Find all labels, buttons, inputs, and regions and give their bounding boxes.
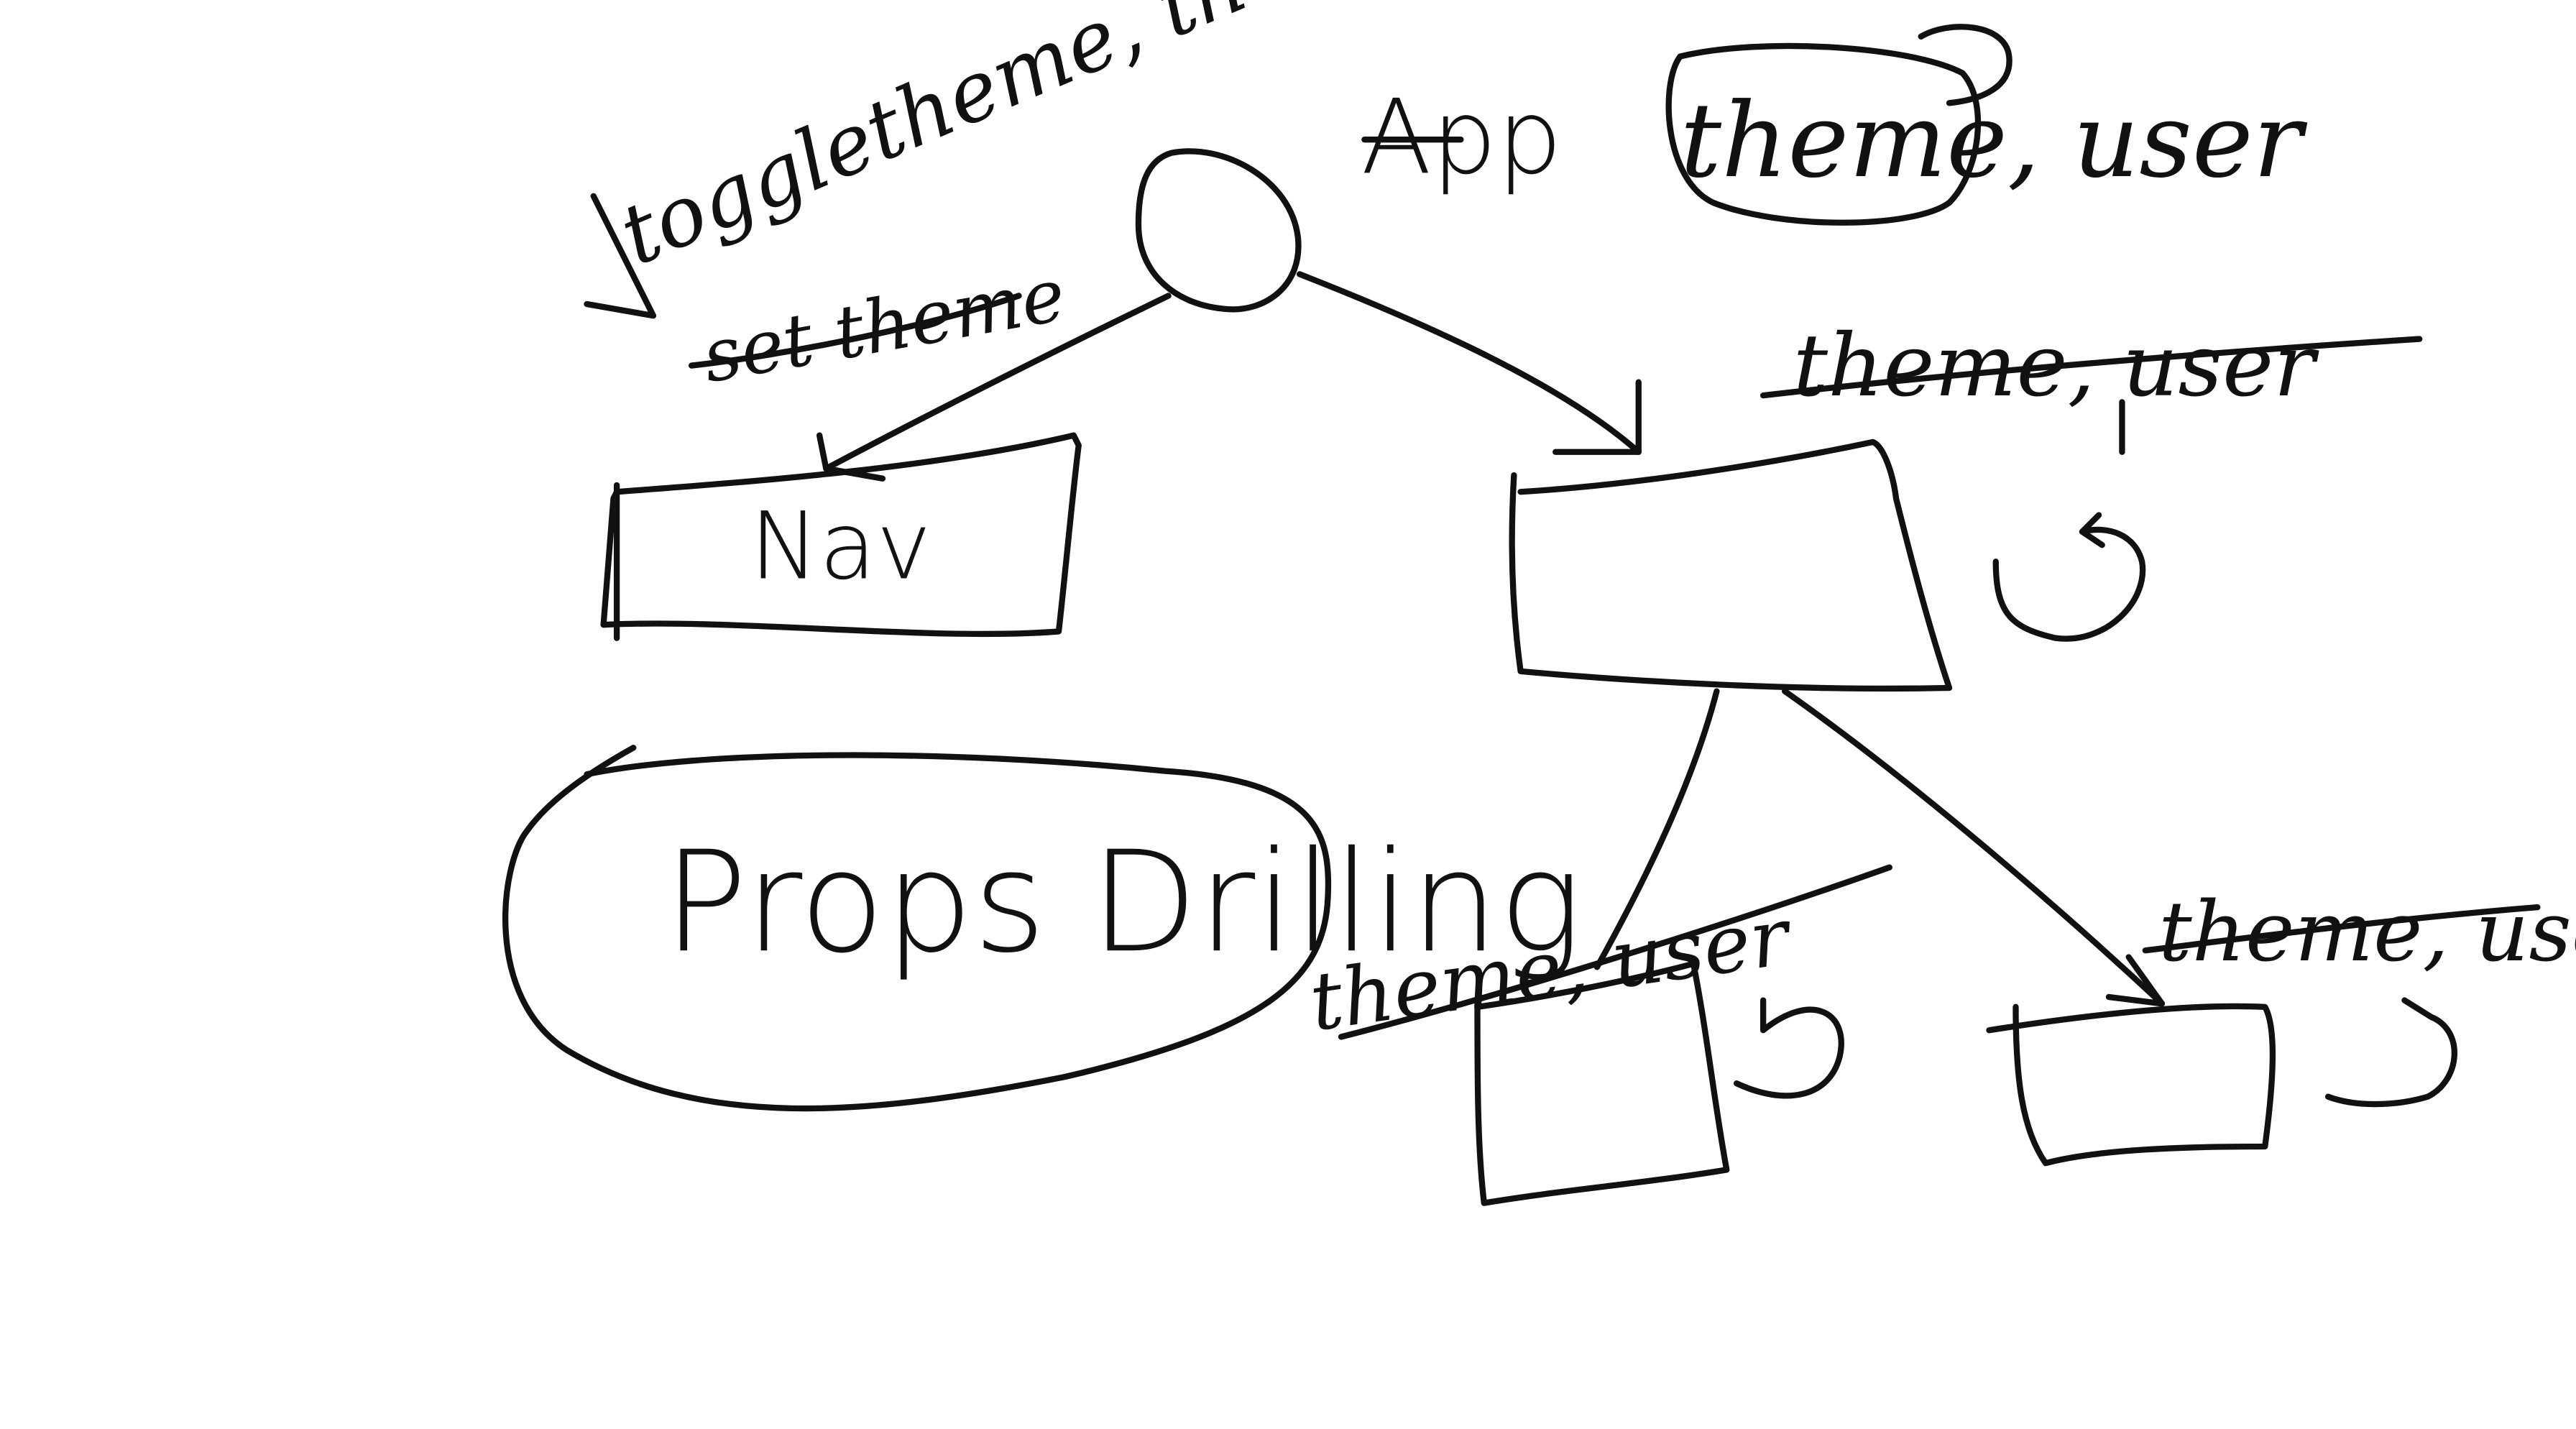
right-child-props-strikethrough (1760, 336, 2423, 399)
context-note-loop (1918, 24, 2012, 106)
app-state-struck-text: set theme (696, 252, 1072, 400)
nav-label: Nav (750, 492, 932, 600)
edge-right-to-right-grandchild-arrowhead (2105, 954, 2166, 1007)
edge-app-to-nav (823, 293, 1172, 472)
context-note-text: theme, user (1680, 81, 2308, 201)
rerender-arrow-icon (1992, 512, 2146, 642)
right-child-box (1509, 438, 1953, 692)
edge-right-to-left-grandchild (1593, 688, 1720, 970)
right-grandchild-props-strikethrough (2142, 904, 2541, 954)
right-grandchild-props-text: theme, user (2158, 884, 2576, 980)
rerender-arrow-icon-2 (1733, 997, 1844, 1099)
strikethrough-line (688, 293, 1022, 369)
left-grandchild-box (1474, 960, 1730, 1206)
caption-bubble: Props Drilling (502, 745, 1583, 1112)
caption-outline (502, 745, 1332, 1112)
right-child-component: theme, user (1509, 316, 2423, 692)
context-note-circle (1665, 42, 1982, 226)
caption-text: Props Drilling (663, 821, 1583, 983)
left-grandchild-props-strikethrough (1338, 864, 1892, 1040)
edge-app-to-right-arrowhead (1552, 379, 1642, 455)
right-grandchild-box (1986, 1003, 2276, 1167)
context-note: theme, user (1665, 24, 2308, 226)
nav-box (600, 432, 1082, 641)
annotation-arrow-icon (584, 193, 657, 319)
app-node: App (1135, 77, 1563, 313)
nav-component: Nav (600, 432, 1082, 641)
app-state-annotation: toggletheme, theme set theme (584, 0, 1424, 400)
rerender-arrow-icon-3 (2324, 997, 2457, 1108)
edge-app-to-right (1297, 271, 1642, 455)
edge-right-to-right-grandchild (1782, 688, 2166, 1007)
right-grandchild-component: theme, user (1986, 884, 2576, 1167)
